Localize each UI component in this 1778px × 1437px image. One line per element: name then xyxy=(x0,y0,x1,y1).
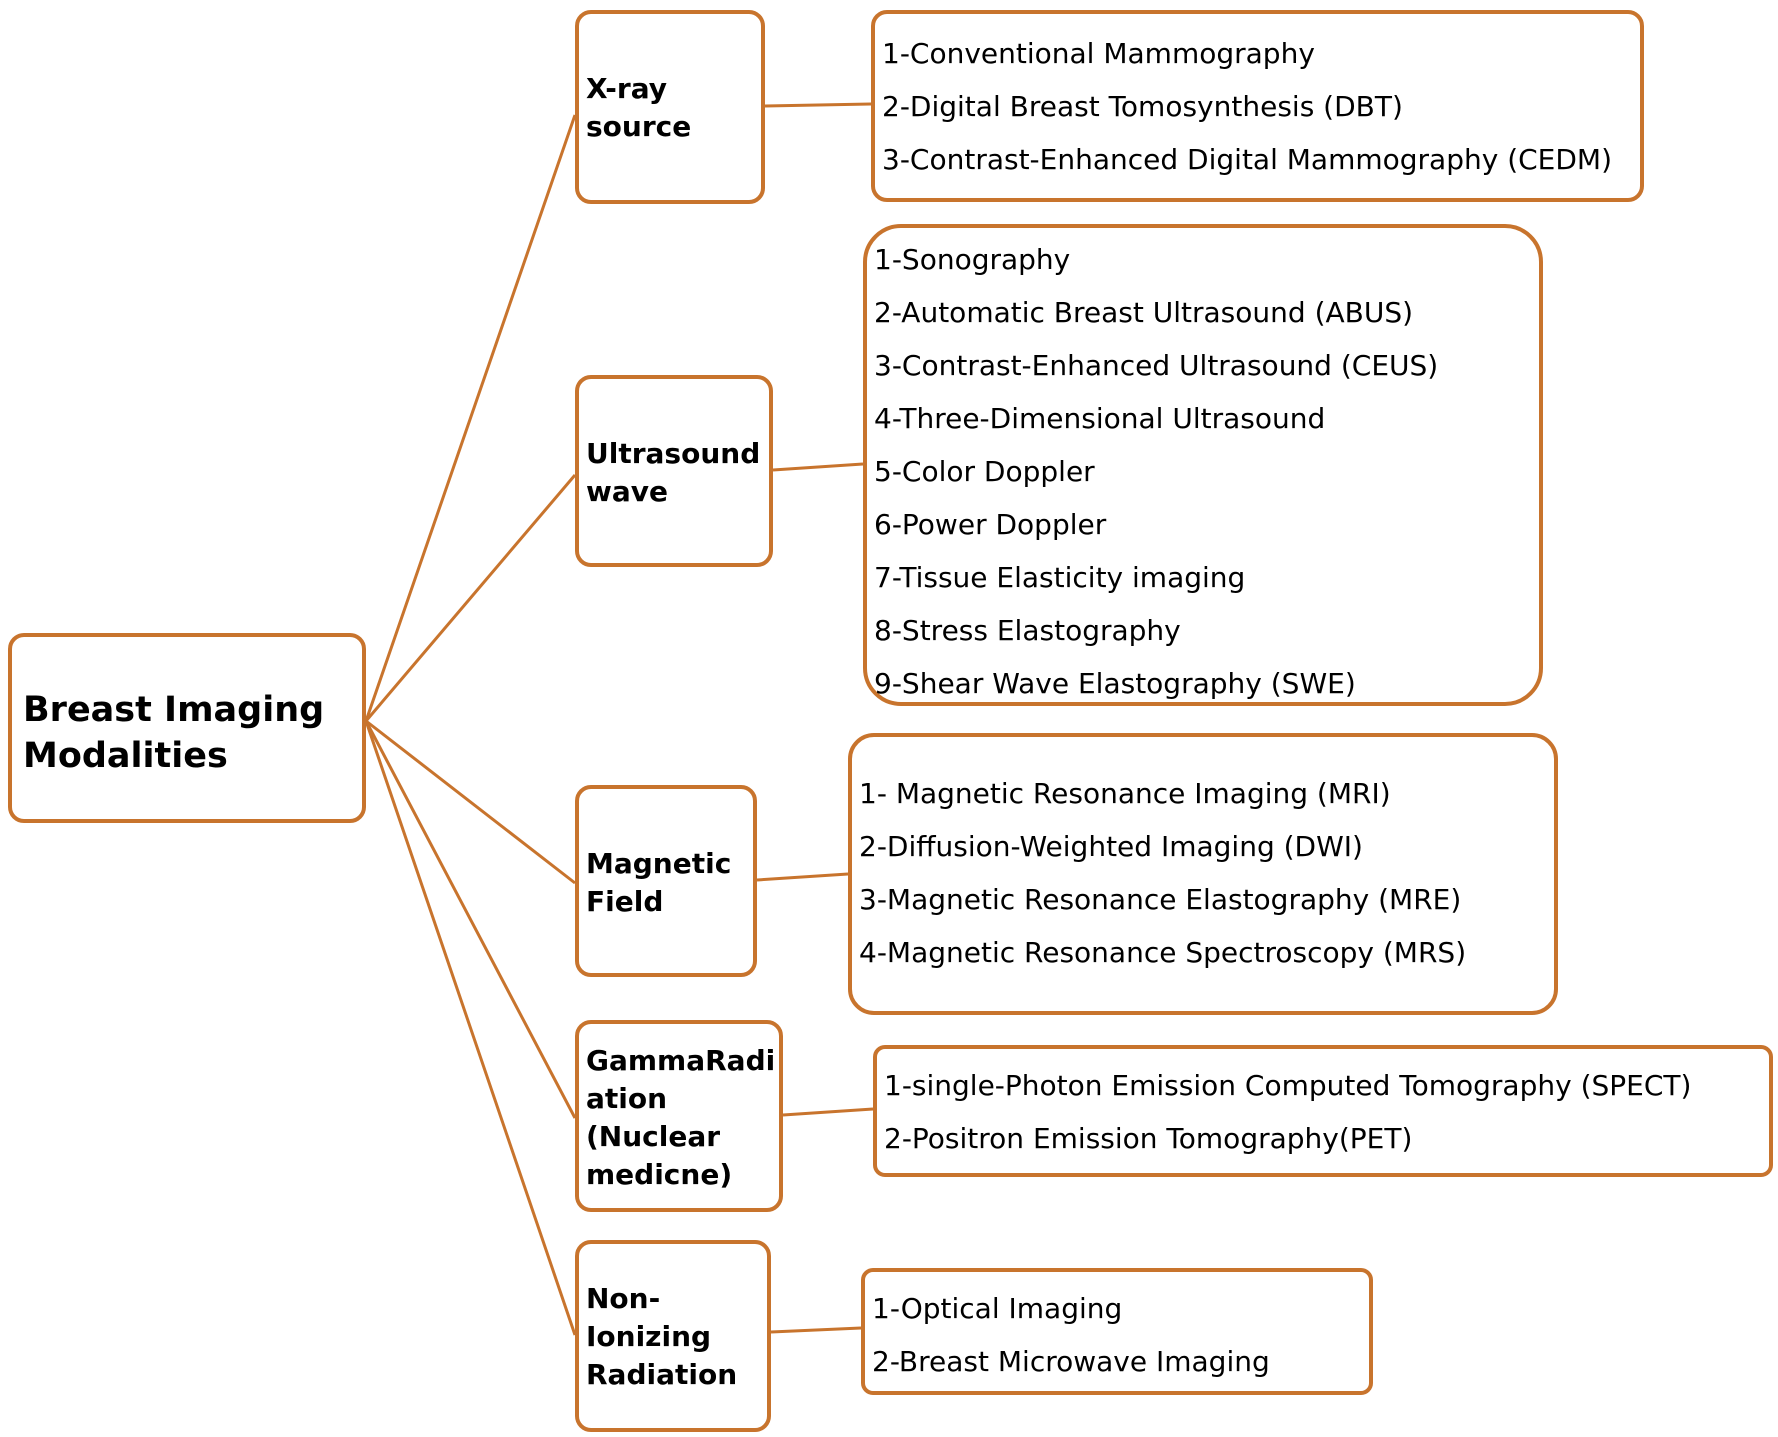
modality-item: 1- Magnetic Resonance Imaging (MRI) xyxy=(859,777,1391,810)
modality-item: 6-Power Doppler xyxy=(874,508,1107,541)
modality-item: 4-Magnetic Resonance Spectroscopy (MRS) xyxy=(859,936,1467,969)
category-label-line: Ionizing xyxy=(586,1320,712,1353)
modality-item: 2-Digital Breast Tomosynthesis (DBT) xyxy=(882,90,1403,123)
modality-item: 3-Magnetic Resonance Elastography (MRE) xyxy=(859,883,1462,916)
modality-item: 7-Tissue Elasticity imaging xyxy=(874,561,1246,594)
category-label-line: X-ray xyxy=(586,72,668,105)
connector-ultrasound-list xyxy=(772,462,864,472)
category-label-line: GammaRadi xyxy=(586,1044,776,1077)
connector-root-gamma xyxy=(364,720,577,1119)
category-node-magnetic-field: Magnetic Field xyxy=(575,785,757,977)
category-label-line: Magnetic xyxy=(586,847,732,880)
modality-list-xray-source: 1-Conventional Mammography 2-Digital Bre… xyxy=(871,10,1644,202)
category-label-line: Non- xyxy=(586,1282,661,1315)
modality-item: 9-Shear Wave Elastography (SWE) xyxy=(874,667,1356,700)
category-label: Ultrasound wave xyxy=(586,435,760,511)
connector-gamma-list xyxy=(782,1107,874,1117)
modality-item: 2-Breast Microwave Imaging xyxy=(872,1345,1270,1378)
category-label-line: Ultrasound xyxy=(586,437,761,470)
category-node-ultrasound-wave: Ultrasound wave xyxy=(575,375,773,567)
category-label-line: source xyxy=(586,110,692,143)
category-node-xray-source: X-ray source xyxy=(575,10,765,204)
connector-root-xray xyxy=(364,114,577,722)
root-node: Breast Imaging Modalities xyxy=(8,633,366,823)
modality-item: 1-Optical Imaging xyxy=(872,1292,1123,1325)
category-label-line: Field xyxy=(586,885,664,918)
modality-item: 1-Sonography xyxy=(874,243,1071,276)
modality-item: 4-Three-Dimensional Ultrasound xyxy=(874,402,1326,435)
connector-root-ultrasound xyxy=(364,474,577,722)
modality-item: 1-Conventional Mammography xyxy=(882,37,1315,70)
modality-item: 5-Color Doppler xyxy=(874,455,1095,488)
connector-root-magnetic xyxy=(365,719,576,885)
category-node-non-ionizing-radiation: Non- Ionizing Radiation xyxy=(575,1240,771,1432)
modality-item: 1-single-Photon Emission Computed Tomogr… xyxy=(884,1069,1692,1102)
connector-magnetic-list xyxy=(756,872,849,882)
connector-xray-list xyxy=(764,102,872,108)
modality-list-gamma-radiation: 1-single-Photon Emission Computed Tomogr… xyxy=(873,1045,1773,1177)
modality-item: 3-Contrast-Enhanced Digital Mammography … xyxy=(882,143,1612,176)
modality-list-non-ionizing-radiation: 1-Optical Imaging 2-Breast Microwave Ima… xyxy=(861,1268,1373,1395)
modality-item: 2-Automatic Breast Ultrasound (ABUS) xyxy=(874,296,1414,329)
category-label-line: ation xyxy=(586,1082,668,1115)
category-label-line: wave xyxy=(586,475,669,508)
category-label: Non- Ionizing Radiation xyxy=(586,1280,737,1394)
category-label-line: Radiation xyxy=(586,1358,738,1391)
category-label: X-ray source xyxy=(586,70,691,146)
category-label-line: medicne) xyxy=(586,1158,733,1191)
connector-root-nonionizing xyxy=(364,720,577,1336)
root-label-line: Breast Imaging xyxy=(23,690,325,730)
modality-item: 3-Contrast-Enhanced Ultrasound (CEUS) xyxy=(874,349,1439,382)
modality-list-ultrasound-wave: 1-Sonography 2-Automatic Breast Ultrasou… xyxy=(863,224,1543,706)
category-label: GammaRadi ation (Nuclear medicne) xyxy=(586,1042,775,1194)
category-node-gamma-radiation: GammaRadi ation (Nuclear medicne) xyxy=(575,1020,783,1212)
modality-item: 2-Diffusion-Weighted Imaging (DWI) xyxy=(859,830,1363,863)
connector-nonionizing-list xyxy=(770,1326,862,1334)
root-label: Breast Imaging Modalities xyxy=(23,687,324,779)
modality-item: 8-Stress Elastography xyxy=(874,614,1181,647)
category-label-line: (Nuclear xyxy=(586,1120,721,1153)
category-label: Magnetic Field xyxy=(586,845,731,921)
root-label-line: Modalities xyxy=(23,736,228,776)
modality-list-magnetic-field: 1- Magnetic Resonance Imaging (MRI) 2-Di… xyxy=(848,733,1558,1015)
modality-item: 2-Positron Emission Tomography(PET) xyxy=(884,1122,1413,1155)
